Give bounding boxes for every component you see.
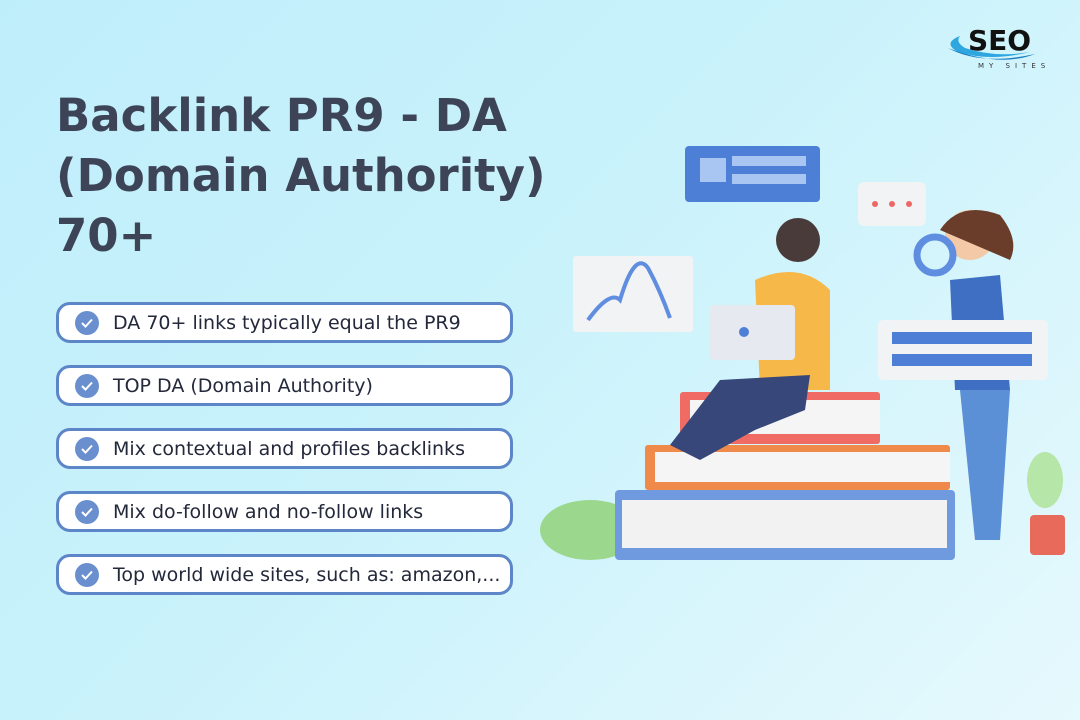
check-icon [75, 310, 99, 335]
feature-text: Mix contextual and profiles backlinks [113, 437, 465, 460]
feature-text: Mix do-follow and no-follow links [113, 500, 424, 523]
people-with-books-illustration [520, 140, 1080, 580]
check-icon [75, 436, 99, 461]
title-line: Backlink PR9 - DA [56, 89, 507, 142]
check-icon [75, 499, 99, 524]
feature-item: TOP DA (Domain Authority) [56, 365, 513, 406]
feature-text: TOP DA (Domain Authority) [113, 374, 373, 397]
svg-text:SEO: SEO [968, 24, 1031, 57]
feature-item: Mix contextual and profiles backlinks [56, 428, 513, 469]
check-icon [75, 562, 99, 587]
seo-my-sites-logo: SEO MY SITES [940, 18, 1055, 73]
svg-text:MY SITES: MY SITES [978, 62, 1050, 70]
title-line: (Domain Authority) [56, 149, 546, 202]
feature-list: DA 70+ links typically equal the PR9 TOP… [56, 302, 513, 617]
feature-item: DA 70+ links typically equal the PR9 [56, 302, 513, 343]
feature-text: Top world wide sites, such as: amazon,..… [113, 563, 501, 586]
feature-item: Top world wide sites, such as: amazon,..… [56, 554, 513, 595]
title-line: 70+ [56, 209, 157, 262]
feature-text: DA 70+ links typically equal the PR9 [113, 311, 461, 334]
feature-item: Mix do-follow and no-follow links [56, 491, 513, 532]
page-title: Backlink PR9 - DA (Domain Authority) 70+ [56, 86, 576, 266]
check-icon [75, 373, 99, 398]
